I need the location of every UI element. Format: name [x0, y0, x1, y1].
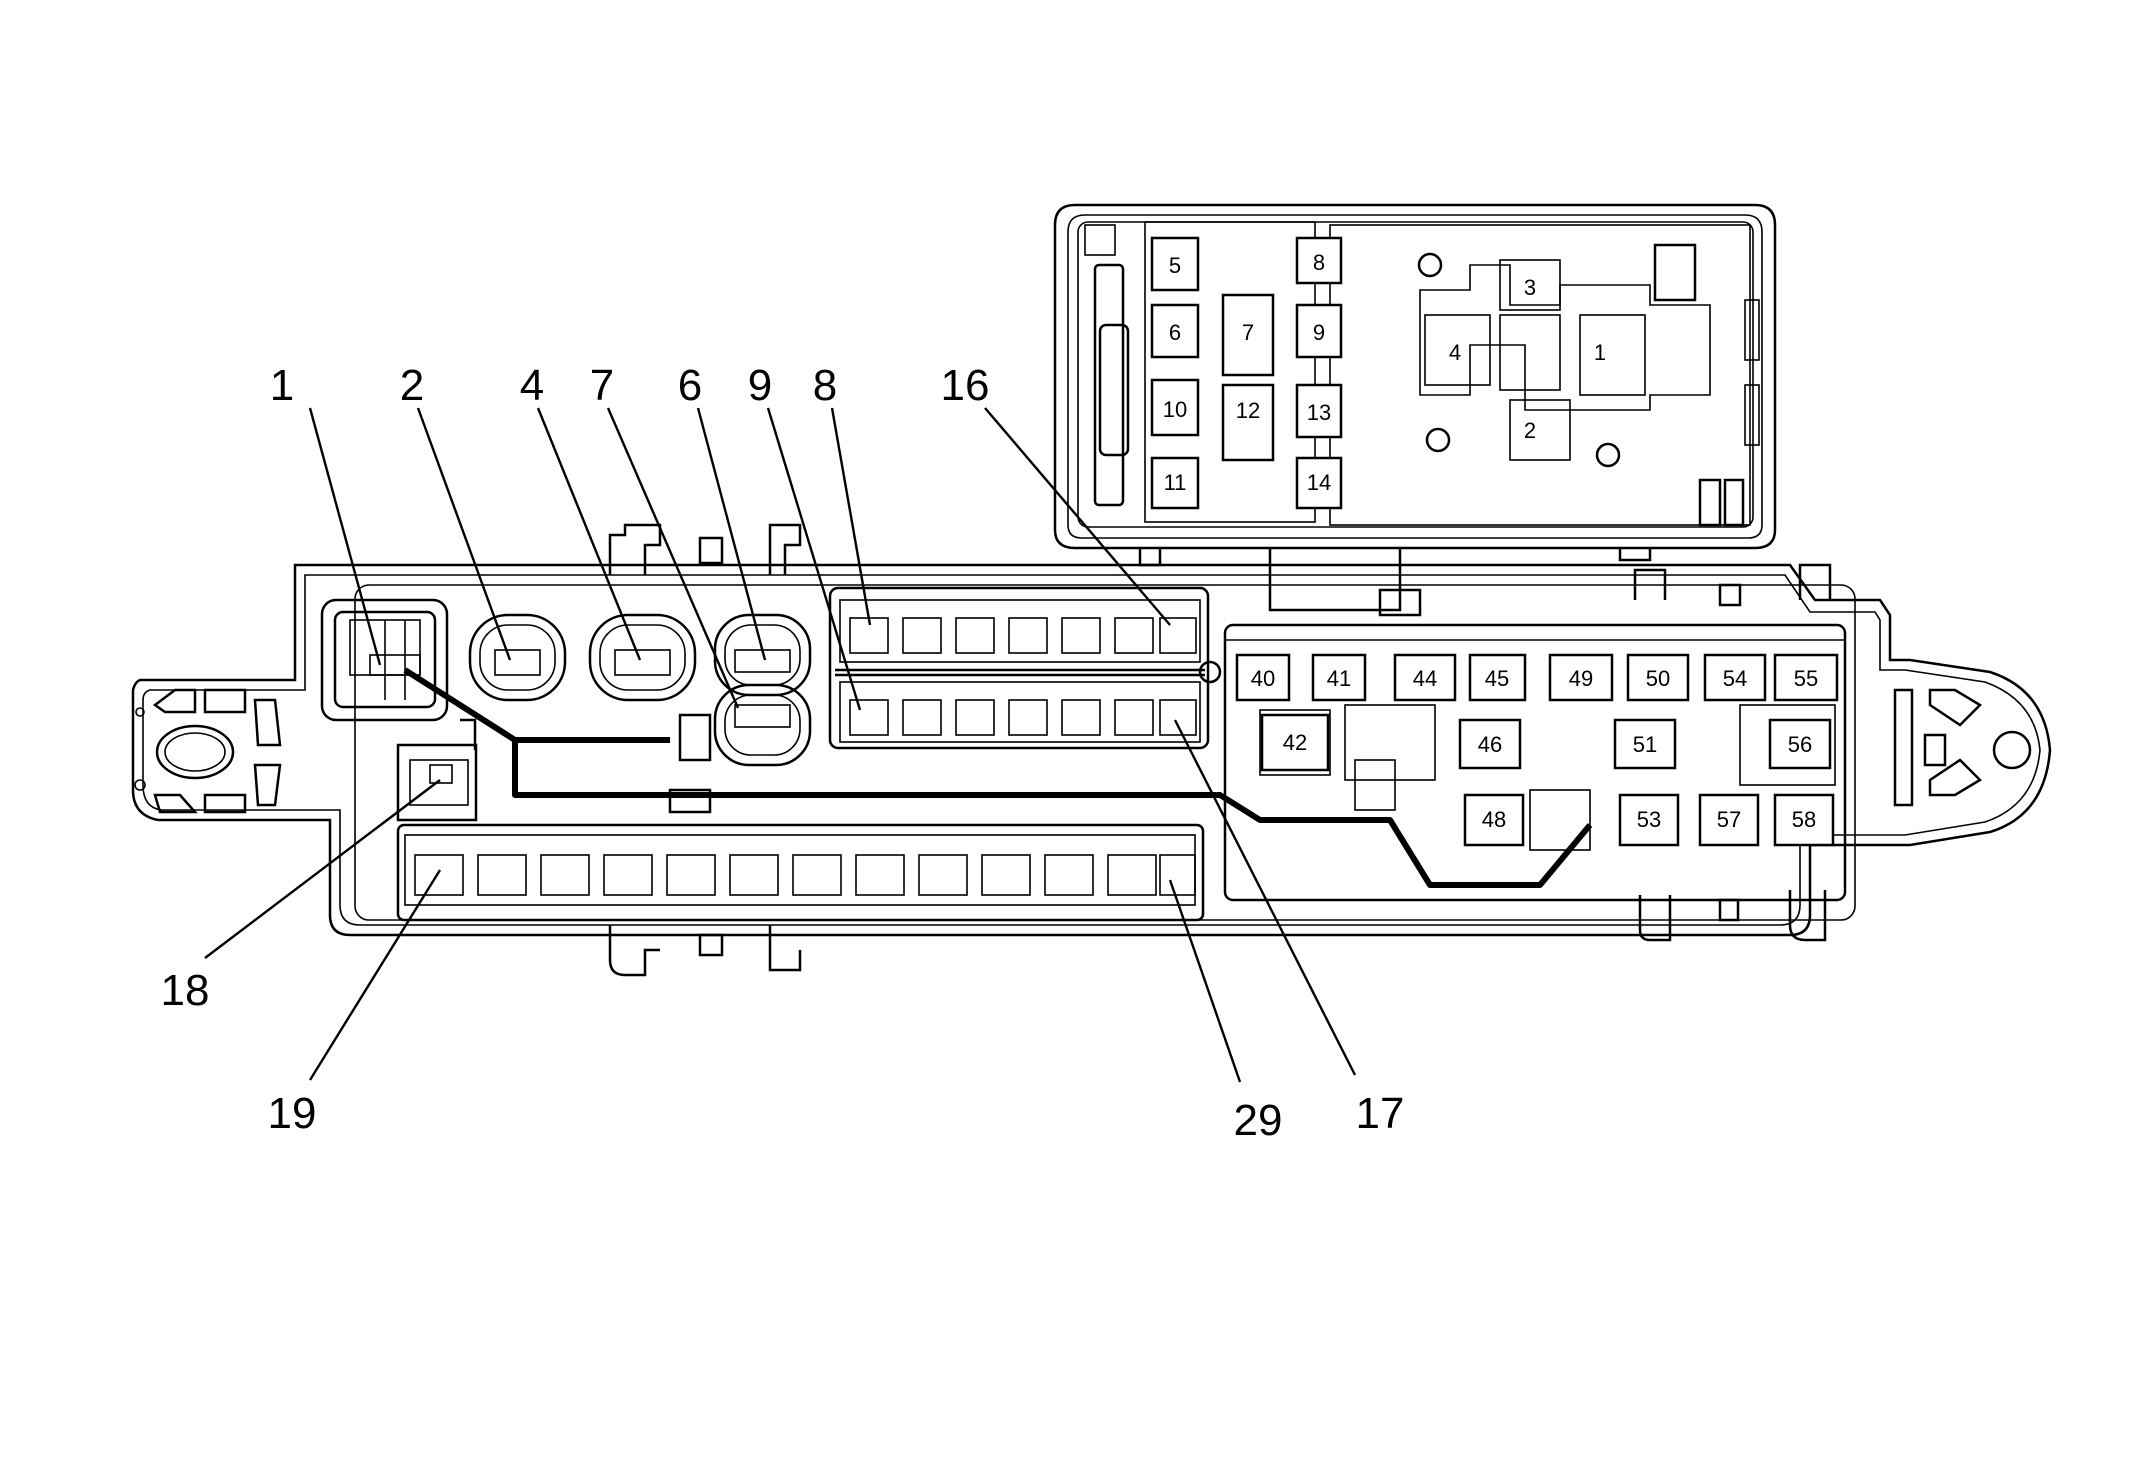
svg-text:51: 51: [1633, 732, 1657, 757]
fuse-46: 46: [1458, 718, 1522, 770]
fuse-49: 49: [1548, 653, 1614, 702]
svg-text:14: 14: [1307, 470, 1331, 495]
leader-17: [1173, 719, 1357, 1076]
right-upper-fuse-row: 40 41 44 45 49 50 54 55: [1235, 653, 1839, 702]
svg-text:49: 49: [1569, 666, 1593, 691]
svg-text:40: 40: [1251, 666, 1275, 691]
leader-19: [308, 869, 442, 1081]
relay-position-6: 6: [1150, 303, 1200, 359]
callout-18: 18: [161, 966, 210, 1015]
callout-1: 1: [270, 361, 294, 410]
svg-text:56: 56: [1788, 732, 1812, 757]
svg-text:41: 41: [1327, 666, 1351, 691]
leader-lines: [204, 407, 1357, 1083]
fuse-45: 45: [1468, 653, 1527, 702]
callout-4: 4: [520, 361, 544, 410]
relay-position-4: 4: [1449, 340, 1461, 365]
callout-8: 8: [813, 361, 837, 410]
right-middle-fuse-row: 42 46 51 56: [1260, 713, 1832, 772]
leader-2: [416, 407, 512, 661]
callout-16: 16: [941, 361, 990, 410]
callout-6: 6: [678, 361, 702, 410]
fuse-40: 40: [1235, 653, 1291, 702]
svg-text:55: 55: [1794, 666, 1818, 691]
leader-7: [606, 407, 740, 709]
callout-7: 7: [590, 361, 614, 410]
svg-text:58: 58: [1792, 807, 1816, 832]
relay-position-7: 7: [1221, 293, 1275, 377]
fuse-58: 58: [1773, 793, 1835, 847]
svg-text:13: 13: [1307, 400, 1331, 425]
svg-text:12: 12: [1236, 398, 1260, 423]
right-lower-fuse-row: 48 53 57 58: [1463, 793, 1835, 847]
fuse-51: 51: [1613, 718, 1677, 770]
fuse-55: 55: [1773, 653, 1839, 702]
svg-text:46: 46: [1478, 732, 1502, 757]
relay-position-12: 12: [1221, 383, 1275, 462]
relay-position-8: 8: [1295, 236, 1343, 285]
relay-position-5: 5: [1150, 236, 1200, 292]
svg-text:54: 54: [1723, 666, 1747, 691]
upper-fuse-rows: [828, 586, 1222, 750]
svg-text:9: 9: [1313, 320, 1325, 345]
callout-labels: 1 2 4 7 6 9 8 16 18 19 29 17: [161, 361, 1405, 1145]
leader-8: [830, 407, 872, 626]
svg-text:57: 57: [1717, 807, 1741, 832]
svg-text:10: 10: [1163, 397, 1187, 422]
relay-small-positions: 5 6 7 8 9 10 11 12: [1150, 236, 1343, 510]
relay-position-9: 9: [1295, 303, 1343, 359]
svg-text:45: 45: [1485, 666, 1509, 691]
leader-6: [696, 407, 767, 661]
main-housing: [131, 523, 2052, 977]
callout-9: 9: [748, 361, 772, 410]
relay-position-1: 1: [1594, 340, 1606, 365]
fuse-41: 41: [1311, 653, 1367, 702]
callout-17: 17: [1356, 1089, 1405, 1138]
svg-text:48: 48: [1482, 807, 1506, 832]
relay-position-11: 11: [1150, 456, 1200, 510]
callout-2: 2: [400, 361, 424, 410]
bus-lines: [403, 667, 1593, 888]
fuse-44: 44: [1393, 653, 1457, 702]
fuse-50: 50: [1626, 653, 1690, 702]
svg-text:6: 6: [1169, 320, 1181, 345]
relay-position-13: 13: [1295, 383, 1343, 439]
fuse-57: 57: [1698, 793, 1760, 847]
svg-text:50: 50: [1646, 666, 1670, 691]
svg-text:8: 8: [1313, 250, 1325, 275]
fuse-54: 54: [1703, 653, 1767, 702]
callout-19: 19: [268, 1089, 317, 1138]
left-connectors: [320, 598, 812, 822]
lower-fuse-row: [396, 823, 1205, 922]
svg-text:53: 53: [1637, 807, 1661, 832]
fuse-42: 42: [1260, 713, 1330, 772]
callout-29: 29: [1234, 1096, 1283, 1145]
relay-position-14: 14: [1295, 456, 1343, 510]
fuse-48: 48: [1463, 793, 1525, 847]
leader-16: [984, 407, 1171, 626]
relay-position-10: 10: [1150, 378, 1200, 437]
fuse-56: 56: [1768, 718, 1832, 770]
relay-block: [1053, 203, 1777, 617]
svg-text:11: 11: [1164, 470, 1187, 495]
leader-29: [1168, 879, 1242, 1083]
svg-text:5: 5: [1169, 253, 1181, 278]
leader-18: [204, 779, 441, 959]
leader-4: [536, 407, 642, 661]
svg-text:7: 7: [1242, 320, 1254, 345]
relay-large-positions: 1 2 3 4: [1449, 275, 1606, 443]
relay-position-2: 2: [1524, 418, 1536, 443]
svg-text:42: 42: [1283, 730, 1307, 755]
fuse-53: 53: [1618, 793, 1680, 847]
svg-text:44: 44: [1413, 666, 1437, 691]
relay-position-3: 3: [1524, 275, 1536, 300]
leader-1: [308, 407, 382, 666]
leader-9: [766, 407, 862, 711]
right-fuse-area: [1223, 623, 1847, 902]
